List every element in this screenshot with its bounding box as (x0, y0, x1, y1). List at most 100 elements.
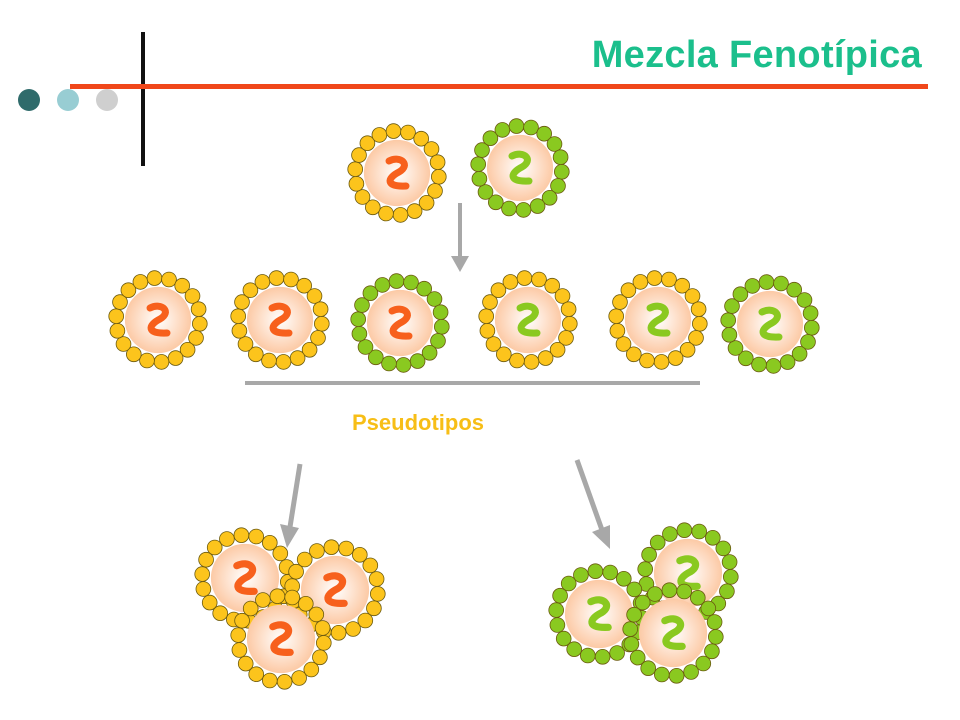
capsomer (796, 292, 813, 308)
capsomer (637, 561, 653, 577)
capsomer (192, 315, 208, 332)
capsomer (112, 294, 128, 310)
capsid-ring (720, 274, 820, 374)
capsomer (315, 635, 332, 651)
capsomer (653, 354, 670, 370)
capsomer (773, 275, 789, 292)
capsomer (531, 271, 547, 288)
capsomer (350, 311, 367, 328)
capsomer (132, 274, 149, 290)
capsomer (219, 531, 235, 547)
capsomer (676, 522, 693, 538)
capsomer (802, 305, 819, 322)
capsomer (639, 352, 655, 369)
capsid-ring (230, 588, 332, 690)
capsomer (594, 648, 611, 665)
capsomer (684, 288, 701, 304)
capsomer (366, 600, 382, 617)
capsomer (309, 543, 325, 559)
divider-line (245, 381, 700, 385)
capsid-ring (622, 582, 724, 684)
capsomer (523, 119, 539, 136)
capsomer (477, 184, 494, 200)
dot-dark (18, 89, 40, 111)
right-arrow-icon (574, 459, 610, 549)
capsomer (667, 350, 684, 366)
capsomer (146, 270, 163, 286)
genome-strand (388, 305, 413, 340)
capsomer (626, 581, 643, 598)
capsomer (297, 595, 314, 612)
capsomer (369, 586, 386, 602)
virion-parent-2 (470, 118, 570, 218)
capsomer (479, 322, 496, 339)
capsomer (516, 270, 533, 286)
capsomer (303, 661, 320, 678)
capsomer (474, 142, 490, 158)
capsomer (609, 322, 626, 339)
capsomer (413, 130, 430, 147)
capsomer (167, 350, 184, 366)
left-arrow-icon (280, 463, 303, 548)
capsomer (330, 624, 347, 641)
capsomer (351, 325, 368, 342)
capsomer (544, 277, 560, 294)
capsomer (679, 341, 696, 358)
capsomer (647, 586, 663, 602)
capsomer (301, 341, 318, 358)
virion-progeny-2 (230, 270, 330, 370)
capsomer (255, 592, 271, 608)
capsomer (727, 340, 744, 356)
capsomer (242, 600, 259, 617)
capsomer (269, 588, 286, 604)
capsomer (691, 315, 708, 332)
capsomer (261, 534, 278, 551)
capsomer (509, 352, 525, 369)
pseudotypes-label: Pseudotipos (352, 410, 485, 435)
capsomer (206, 539, 223, 556)
genome-strand (661, 615, 686, 650)
capsomer (248, 666, 265, 682)
capsomer (721, 554, 738, 570)
capsomer (612, 294, 628, 310)
capsomer (190, 301, 207, 318)
capsomer (233, 527, 250, 543)
virion-progeny-5 (608, 270, 708, 370)
genome-strand (646, 302, 671, 337)
capsomer (786, 281, 802, 298)
capsomer (432, 304, 449, 321)
capsomer (602, 564, 618, 581)
capsomer (751, 356, 767, 373)
capsomer (354, 189, 371, 205)
capsomer (674, 277, 690, 294)
capsomer (553, 164, 570, 180)
virion-left-3 (230, 588, 332, 690)
capsomer (421, 344, 438, 361)
capsomer (237, 655, 254, 672)
capsomer (541, 190, 558, 206)
capsomer (552, 587, 568, 604)
capsomer (700, 600, 717, 617)
capsomer (234, 612, 250, 629)
capsomer (385, 123, 402, 139)
capsomer (427, 183, 443, 199)
capsomer (314, 620, 331, 636)
capsomer (662, 526, 678, 542)
genome-strand (233, 560, 258, 595)
capsomer (276, 673, 293, 690)
capsomer (351, 546, 368, 563)
capsomer (490, 282, 507, 299)
virion-parent-1 (347, 123, 447, 223)
capsomer (406, 203, 423, 219)
capsomer (704, 643, 720, 660)
capsomer (289, 350, 306, 366)
capsomer (558, 330, 574, 346)
capsomer (691, 523, 707, 540)
genome-strand (269, 621, 294, 656)
capsomer (765, 358, 782, 374)
capsomer (347, 161, 364, 178)
capsomer (495, 346, 512, 363)
virion-progeny-3 (350, 273, 450, 373)
capsomer (272, 545, 289, 562)
capsomer (661, 271, 677, 288)
